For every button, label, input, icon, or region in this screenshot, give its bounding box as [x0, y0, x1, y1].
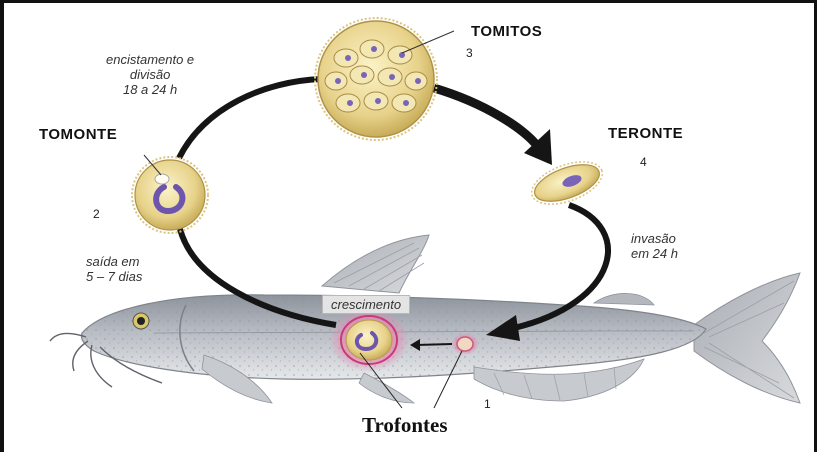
tag-crescimento: crescimento — [322, 295, 410, 314]
teronte-cell — [526, 153, 608, 212]
trofonte-large — [329, 308, 409, 372]
number-tomitos: 3 — [466, 47, 473, 61]
note-invasao: invasão em 24 h — [631, 232, 678, 262]
note-saida: saída em 5 – 7 dias — [86, 255, 142, 285]
number-teronte: 4 — [640, 156, 647, 170]
tail-fin — [694, 273, 800, 403]
catfish — [50, 235, 800, 403]
title-trofontes: Trofontes — [362, 413, 448, 438]
tomitos-cyst — [315, 18, 454, 140]
number-trofonte: 1 — [484, 398, 491, 412]
number-tomonte: 2 — [93, 208, 100, 222]
tomonte-cell — [132, 155, 208, 233]
label-teronte: TERONTE — [608, 125, 683, 142]
label-tomonte: TOMONTE — [39, 126, 117, 143]
note-encistamento: encistamento e divisão 18 a 24 h — [106, 53, 194, 98]
trofonte-small — [451, 333, 479, 355]
label-tomitos: TOMITOS — [471, 23, 542, 40]
